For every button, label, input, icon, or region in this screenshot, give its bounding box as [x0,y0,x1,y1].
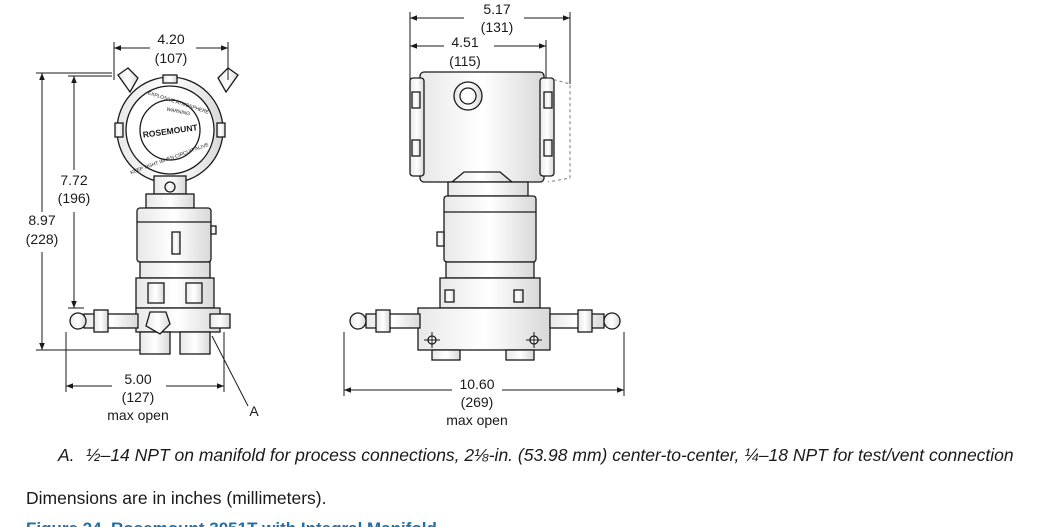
dimension-drawing: ROSEMOUNT EXPLOSIVE ATMOSPHERE WARNING K… [26,1,625,428]
dim-height-upper-in: 7.72 [60,172,87,188]
dimension-labels: 4.20 (107) 5.17 (131) 4.51 (115) 7.72 (1… [26,1,514,428]
ring-text-warning: WARNING [166,107,191,118]
dim-left-bottom-in: 5.00 [124,371,151,387]
dim-right-inner-mm: (115) [449,53,481,69]
dim-left-bottom-note: max open [107,407,168,423]
footnote-key: A. [58,445,75,465]
dim-right-bottom-mm: (269) [461,394,494,410]
dim-right-outer-in: 5.17 [483,1,510,17]
dim-left-width-in: 4.20 [157,31,184,47]
housing-body [419,71,545,183]
dim-height-upper-mm: (196) [58,190,91,206]
units-note: Dimensions are in inches (millimeters). [26,488,327,508]
dim-right-inner-in: 4.51 [451,34,478,50]
dim-right-outer-mm: (131) [481,19,514,35]
dim-right-bottom-note: max open [446,412,507,428]
footnote: A. ½–14 NPT on manifold for process conne… [58,445,1014,466]
dim-left-width-mm: (107) [155,50,188,66]
dimension-lines [36,12,625,407]
footnote-text: ½–14 NPT on manifold for process connect… [86,445,1014,465]
dim-height-total-in: 8.97 [28,212,55,228]
dim-right-bottom-in: 10.60 [459,376,494,392]
dim-left-bottom-mm: (127) [122,389,155,405]
housing-extent-outline [547,77,571,183]
sensor-module-side [443,195,537,263]
front-view-transmitter [69,67,239,355]
side-view-transmitter [349,71,621,361]
callout-a-label: A [249,403,259,419]
figure-caption-partial: Figure 24. Rosemount 3051T with Integral… [26,519,437,527]
centerlines [424,332,542,348]
dim-height-total-mm: (228) [26,231,59,247]
manifold-body [417,307,551,351]
